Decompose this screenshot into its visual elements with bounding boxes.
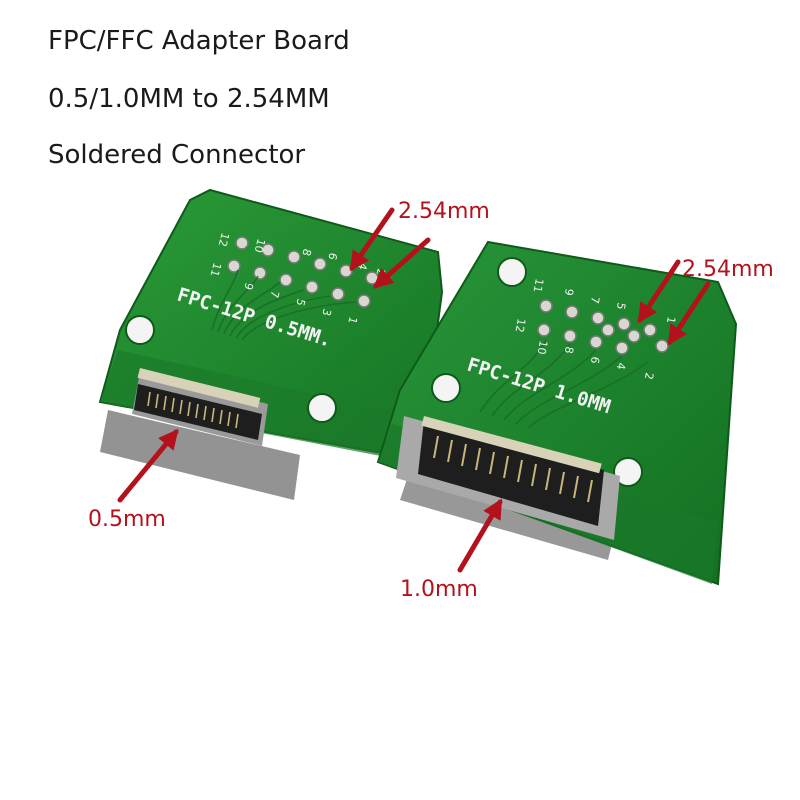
left-adapter-board: 12 11 10 9 8 7 6 5 4 3 2 1 FPC-12P 0.5MM… <box>98 188 444 500</box>
left-mounting-hole-1 <box>125 315 155 345</box>
arrow-left-connector-pitch <box>117 428 179 503</box>
arrow-right-pins-pitch <box>637 259 681 324</box>
left-pin-number: 12 <box>215 231 231 248</box>
arrow-right-connector-pitch <box>457 498 503 573</box>
left-pin-number: 1 <box>345 315 359 325</box>
right-pin-number: 5 <box>614 301 628 310</box>
caption-type: Soldered Connector <box>48 140 306 170</box>
left-pin-pads <box>227 236 379 308</box>
arrow-left-pins-pitch <box>349 207 395 272</box>
left-pin-number: 5 <box>293 297 307 307</box>
right-pin-number: 9 <box>562 287 576 296</box>
right-pin-number: 7 <box>588 295 602 304</box>
right-pin-number: 1 <box>664 315 678 324</box>
left-mounting-hole-2 <box>307 393 337 423</box>
label-right-connector-pitch: 1.0mm <box>400 577 478 602</box>
label-right-pins-pitch: 2.54mm <box>682 257 774 282</box>
left-pin-number: 11 <box>207 261 223 278</box>
annotation-arrows <box>117 207 711 573</box>
right-mounting-hole-2 <box>431 373 461 403</box>
left-pin-number: 6 <box>325 251 339 261</box>
caption-spec: 0.5/1.0MM to 2.54MM <box>48 84 330 114</box>
right-pin-number: 11 <box>531 277 546 293</box>
left-traces <box>211 269 357 341</box>
right-traces <box>479 339 649 429</box>
caption-title: FPC/FFC Adapter Board <box>48 26 350 56</box>
left-pin-number: 7 <box>267 289 281 299</box>
right-pin-number: 10 <box>535 339 550 355</box>
right-pin-number: 12 <box>513 317 528 333</box>
right-pin-number: 6 <box>588 355 602 364</box>
label-left-connector-pitch: 0.5mm <box>88 507 166 532</box>
right-pin-number: 2 <box>642 371 656 380</box>
left-pin-number: 3 <box>319 307 333 317</box>
right-pin-pads <box>537 299 669 355</box>
right-fpc-connector <box>396 416 620 540</box>
right-mounting-hole-1 <box>497 257 527 287</box>
arrow-left-pins-pitch-2 <box>373 237 431 289</box>
arrow-right-pins-pitch-2 <box>667 281 711 346</box>
left-pin-number: 9 <box>241 281 255 291</box>
right-mounting-hole-3 <box>613 457 643 487</box>
right-pin-number: 8 <box>562 345 576 354</box>
left-board-shadow <box>100 410 300 500</box>
right-adapter-board: 11 12 9 10 7 8 5 6 3 4 1 2 FPC-12P 1.0MM <box>376 240 738 586</box>
right-pin-number: 4 <box>614 361 628 370</box>
left-pin-number: 10 <box>251 237 267 254</box>
label-left-pins-pitch: 2.54mm <box>398 199 490 224</box>
left-pin-number: 8 <box>299 247 313 257</box>
left-fpc-connector <box>132 368 268 446</box>
